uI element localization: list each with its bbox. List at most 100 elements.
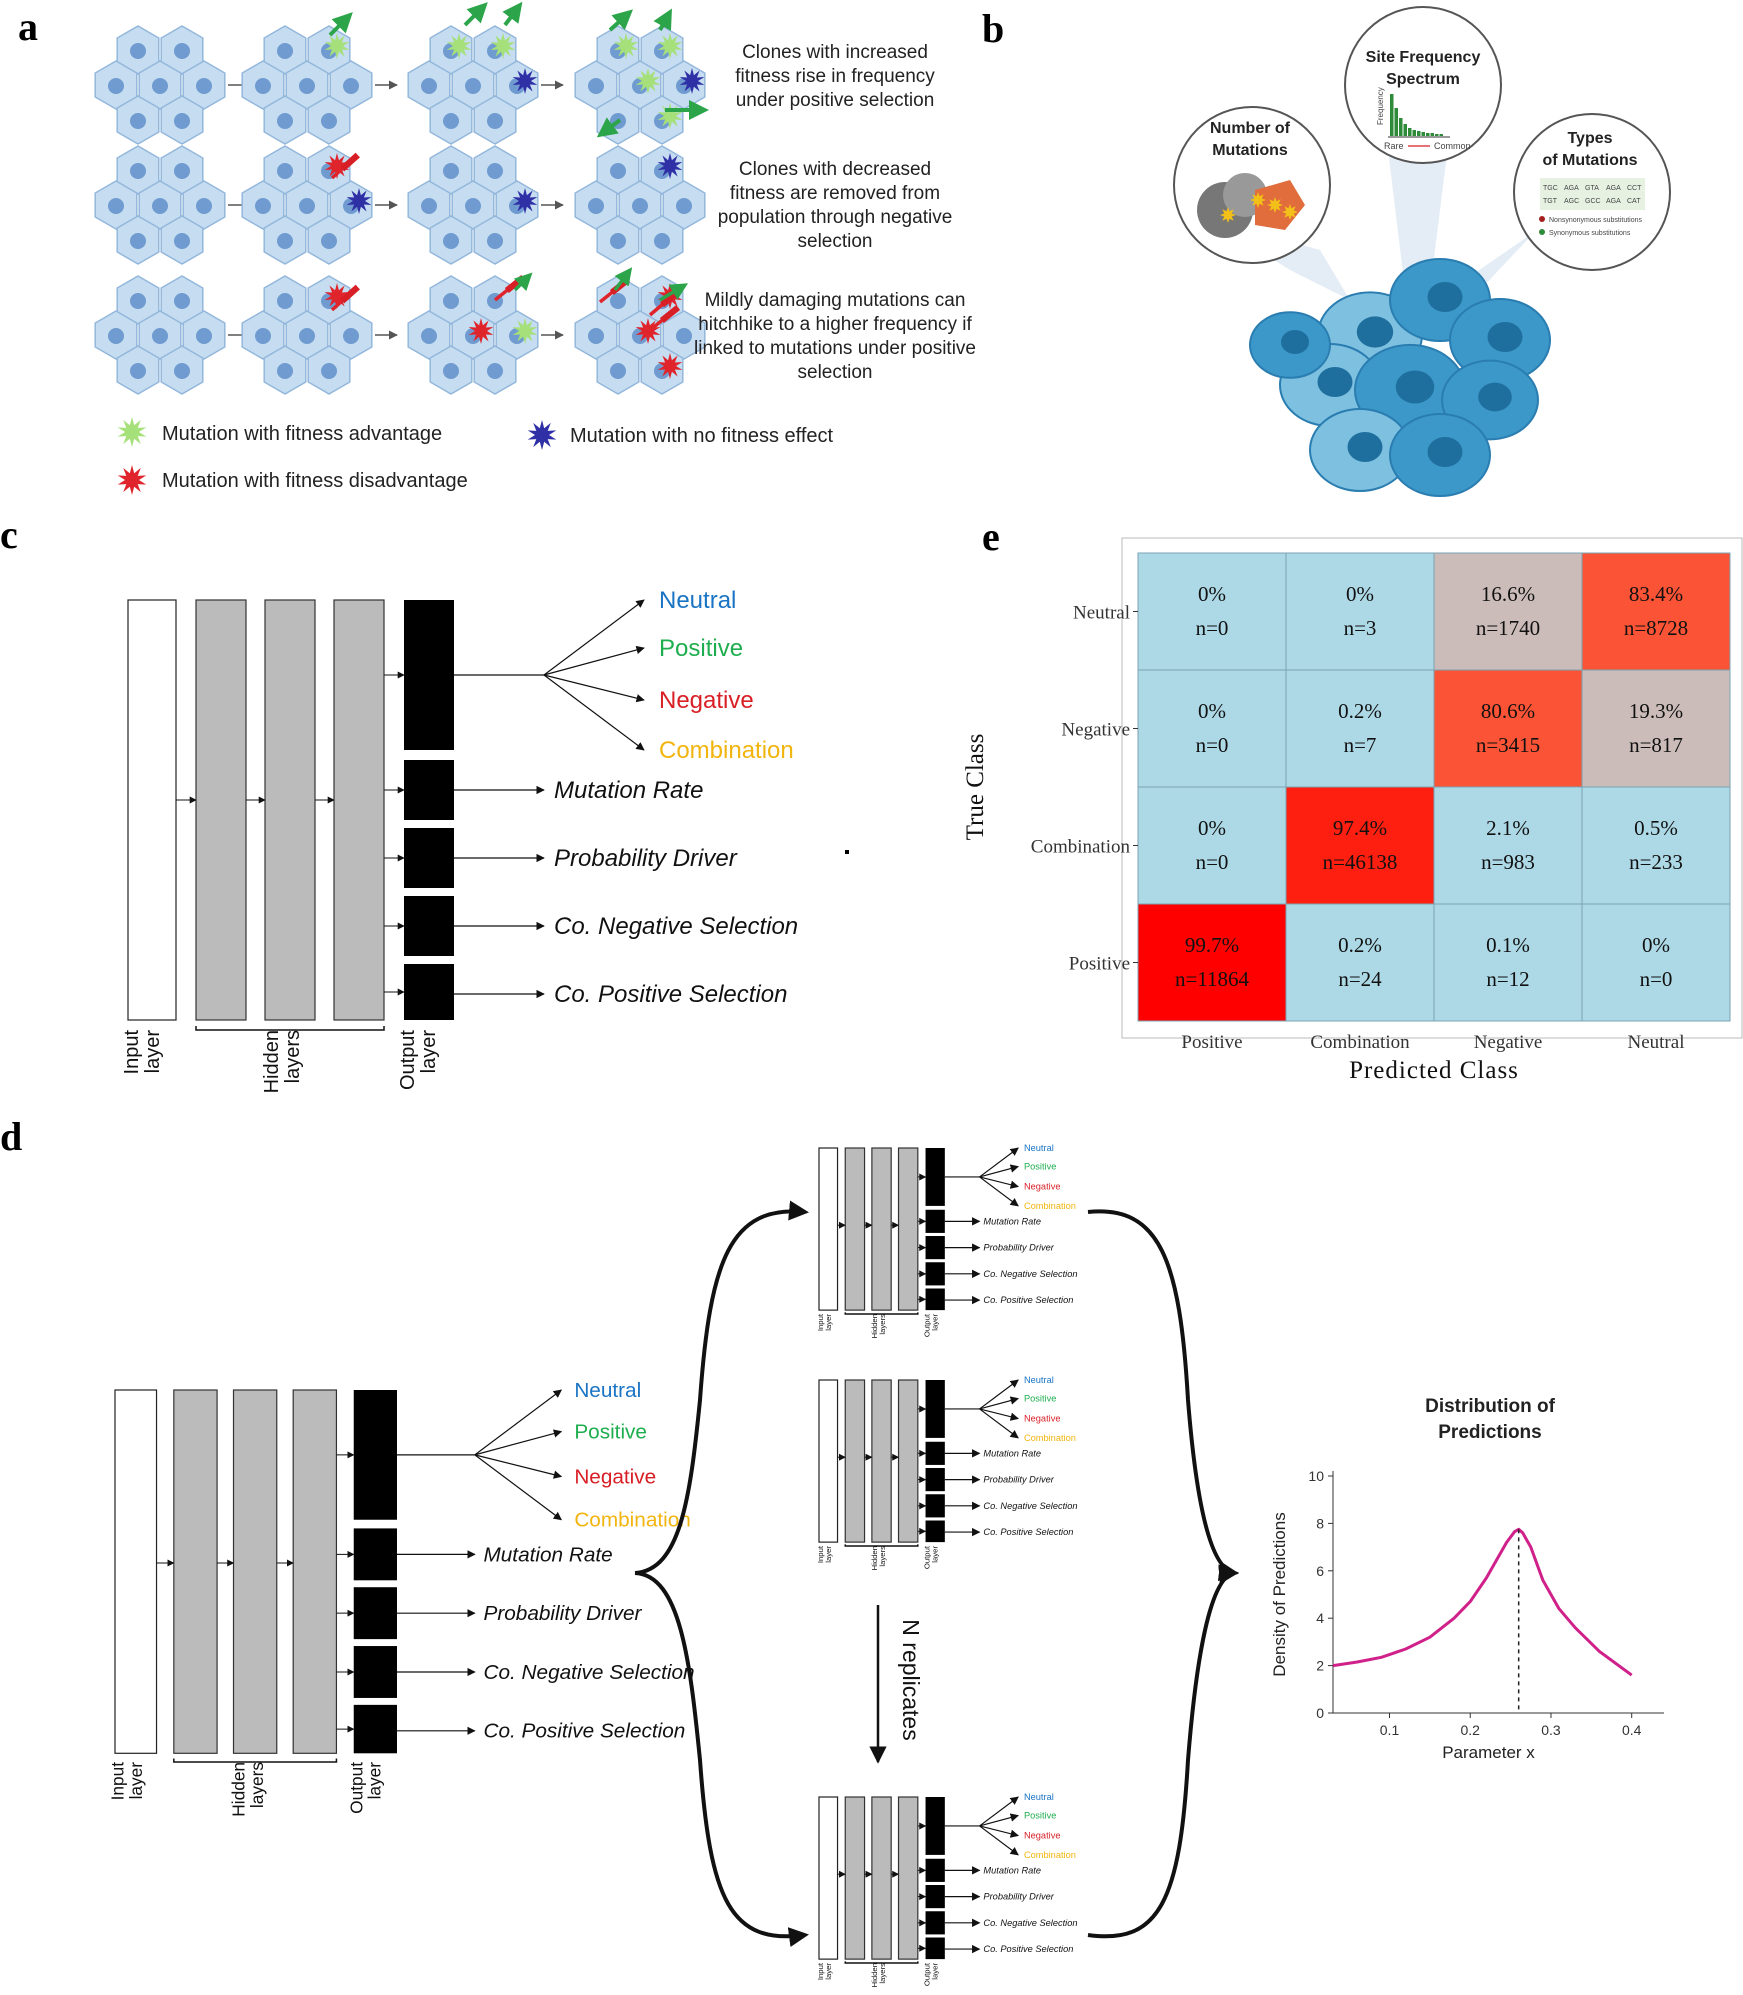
cell-cluster [94, 275, 226, 395]
output-label: Co. Positive Selection [554, 981, 787, 1008]
output-layer-label: Output [922, 1545, 931, 1569]
cell-nucleus [654, 233, 670, 249]
output-label: Mutation Rate [983, 1448, 1041, 1458]
y-tick-label: 0 [1316, 1705, 1324, 1721]
class-arrow-icon [979, 1813, 1019, 1827]
cell-count: n=0 [1196, 850, 1229, 874]
hidden-layer [173, 1389, 218, 1754]
hidden-bracket [844, 1961, 919, 1964]
output-block [925, 1885, 945, 1909]
y-tick-label: 8 [1316, 1515, 1324, 1531]
y-tick-label: Negative [1061, 720, 1130, 741]
class-label-positive: Positive [659, 635, 743, 662]
x-tick-label: 0.2 [1461, 1722, 1481, 1738]
cell-cluster [241, 25, 373, 145]
bubble-sfs [1344, 6, 1502, 164]
class-arrow-icon [979, 1164, 1019, 1178]
cell-nucleus [255, 78, 271, 94]
output-block [353, 1528, 397, 1581]
panel-letter-d: d [0, 1114, 22, 1159]
output-block [925, 1380, 945, 1438]
panel-a-caption-line: fitness are removed from [730, 183, 940, 204]
cell-count: n=46138 [1323, 850, 1398, 874]
mutation-star-icon [346, 188, 372, 214]
class-label-negative: Negative [574, 1465, 656, 1488]
class-arrow-icon [543, 645, 645, 676]
cell-nucleus [255, 328, 271, 344]
panel-c-network: NeutralPositiveNegativeCombinationMutati… [121, 587, 849, 1093]
output-block [353, 1704, 397, 1754]
hidden-layers-label: Hidden [870, 1546, 879, 1570]
growth-arrow-icon [659, 283, 689, 302]
neural-network: NeutralPositiveNegativeCombinationMutati… [121, 587, 798, 1093]
legend-disadvantage: Mutation with fitness disadvantage [162, 470, 468, 492]
input-layer [114, 1389, 158, 1754]
class-label-combination: Combination [1024, 1850, 1076, 1860]
mutation-star-icon [324, 33, 350, 59]
cell-nucleus [277, 113, 293, 129]
mutation-star-icon [657, 33, 683, 59]
output-block [404, 828, 454, 888]
cell-nucleus [196, 78, 212, 94]
advantage-star-icon [117, 417, 147, 447]
output-block [404, 600, 454, 750]
panel-a-caption-line: linked to mutations under positive [694, 338, 976, 359]
class-arrow-icon [979, 1176, 1019, 1189]
codon: AGA [1564, 185, 1579, 192]
cell-nucleus [174, 363, 190, 379]
cell-count: n=0 [1196, 733, 1229, 757]
growth-arrow-icon [502, 1, 523, 27]
output-label: Probability Driver [983, 1243, 1054, 1253]
hidden-layer [871, 1379, 892, 1543]
input-layer-label: layer [824, 1546, 833, 1563]
output-block [925, 1494, 945, 1518]
cell-cluster [407, 275, 539, 395]
legend-nonsyn: Nonsynonymous substitutions [1549, 217, 1642, 224]
replicates-label: N replicates [898, 1619, 924, 1740]
panel-letter-a: a [18, 4, 38, 49]
cell-percent: 0% [1198, 699, 1226, 723]
cell-percent: 2.1% [1486, 816, 1530, 840]
output-block [353, 1587, 397, 1640]
sfs-bar [1430, 133, 1434, 136]
output-block [925, 1858, 945, 1882]
class-label-positive: Positive [574, 1420, 647, 1443]
cell-nucleus [676, 328, 692, 344]
mutation-star-icon [512, 318, 538, 344]
bubble-sfs-title: Site Frequency [1366, 49, 1481, 66]
cell-nucleus [443, 233, 459, 249]
class-label-neutral: Neutral [1024, 1375, 1054, 1385]
bubble-types-title: of Mutations [1542, 152, 1637, 169]
cell-nucleus [487, 113, 503, 129]
sfs-bar [1399, 118, 1403, 136]
codon: CAT [1627, 198, 1641, 205]
hidden-layer [897, 1147, 919, 1311]
panel-a-caption-line: Clones with increased [742, 42, 928, 63]
cell-cluster [407, 145, 539, 265]
cell-nucleus [443, 363, 459, 379]
y-tick-label: 4 [1316, 1610, 1324, 1626]
matrix-cell [1137, 786, 1287, 905]
cell-nucleus [108, 78, 124, 94]
panel-a-caption-line: fitness rise in frequency [735, 66, 935, 87]
output-block [404, 760, 454, 820]
sfs-axis-rare: Rare [1384, 141, 1404, 151]
hidden-layer [844, 1147, 866, 1311]
mutation-star-icon [1267, 197, 1283, 213]
cell-count: n=11864 [1175, 967, 1250, 991]
class-label-negative: Negative [659, 687, 754, 714]
legend-no-effect: Mutation with no fitness effect [570, 425, 834, 447]
panel-a-caption-line: hitchhike to a higher frequency if [698, 314, 972, 335]
output-label: Co. Positive Selection [983, 1944, 1073, 1954]
cell-nucleus [443, 163, 459, 179]
panel-a-caption-line: population through negative [718, 207, 953, 228]
bubble-sfs-title: Spectrum [1386, 71, 1460, 88]
hidden-layer [897, 1379, 919, 1543]
hidden-bracket [173, 1758, 338, 1763]
bubble-mutations-title: Mutations [1212, 142, 1288, 159]
output-layer-label: Output [922, 1313, 931, 1337]
cell-nucleus [108, 328, 124, 344]
growth-arrow-icon [463, 2, 488, 27]
matrix-cell [1581, 786, 1731, 905]
